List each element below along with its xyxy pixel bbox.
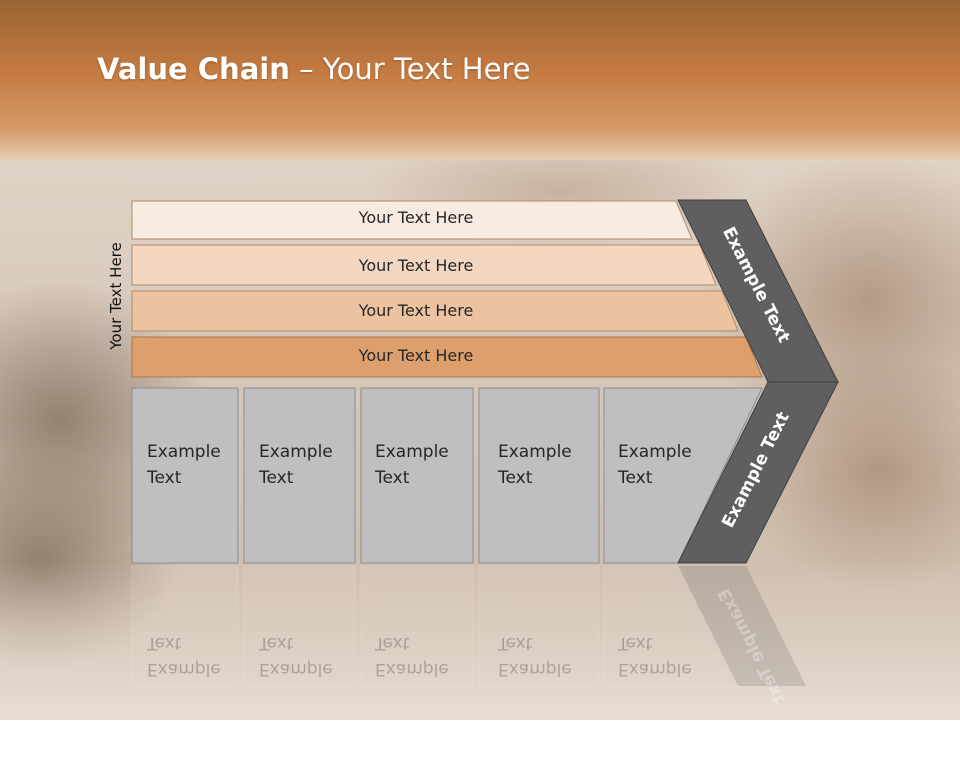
bar-1[interactable]	[131, 200, 693, 240]
slide-title: Value Chain – Your Text Here	[97, 52, 531, 86]
title-rest: – Your Text Here	[289, 52, 531, 86]
bar-3[interactable]	[131, 290, 739, 332]
title-bold: Value Chain	[97, 52, 290, 86]
reflection	[131, 565, 806, 687]
chevron-lower[interactable]	[677, 381, 839, 564]
bar-2[interactable]	[131, 244, 717, 286]
box-2[interactable]	[243, 387, 356, 564]
bar-4[interactable]	[131, 336, 763, 378]
bar-label-3: Your Text Here	[358, 301, 474, 320]
value-chain-diagram	[131, 199, 839, 687]
bar-label-1: Your Text Here	[358, 208, 474, 227]
bar-label-2: Your Text Here	[358, 256, 474, 275]
box-4[interactable]	[478, 387, 600, 564]
box-3[interactable]	[360, 387, 474, 564]
box-1[interactable]	[131, 387, 239, 564]
bar-label-4: Your Text Here	[358, 346, 474, 365]
